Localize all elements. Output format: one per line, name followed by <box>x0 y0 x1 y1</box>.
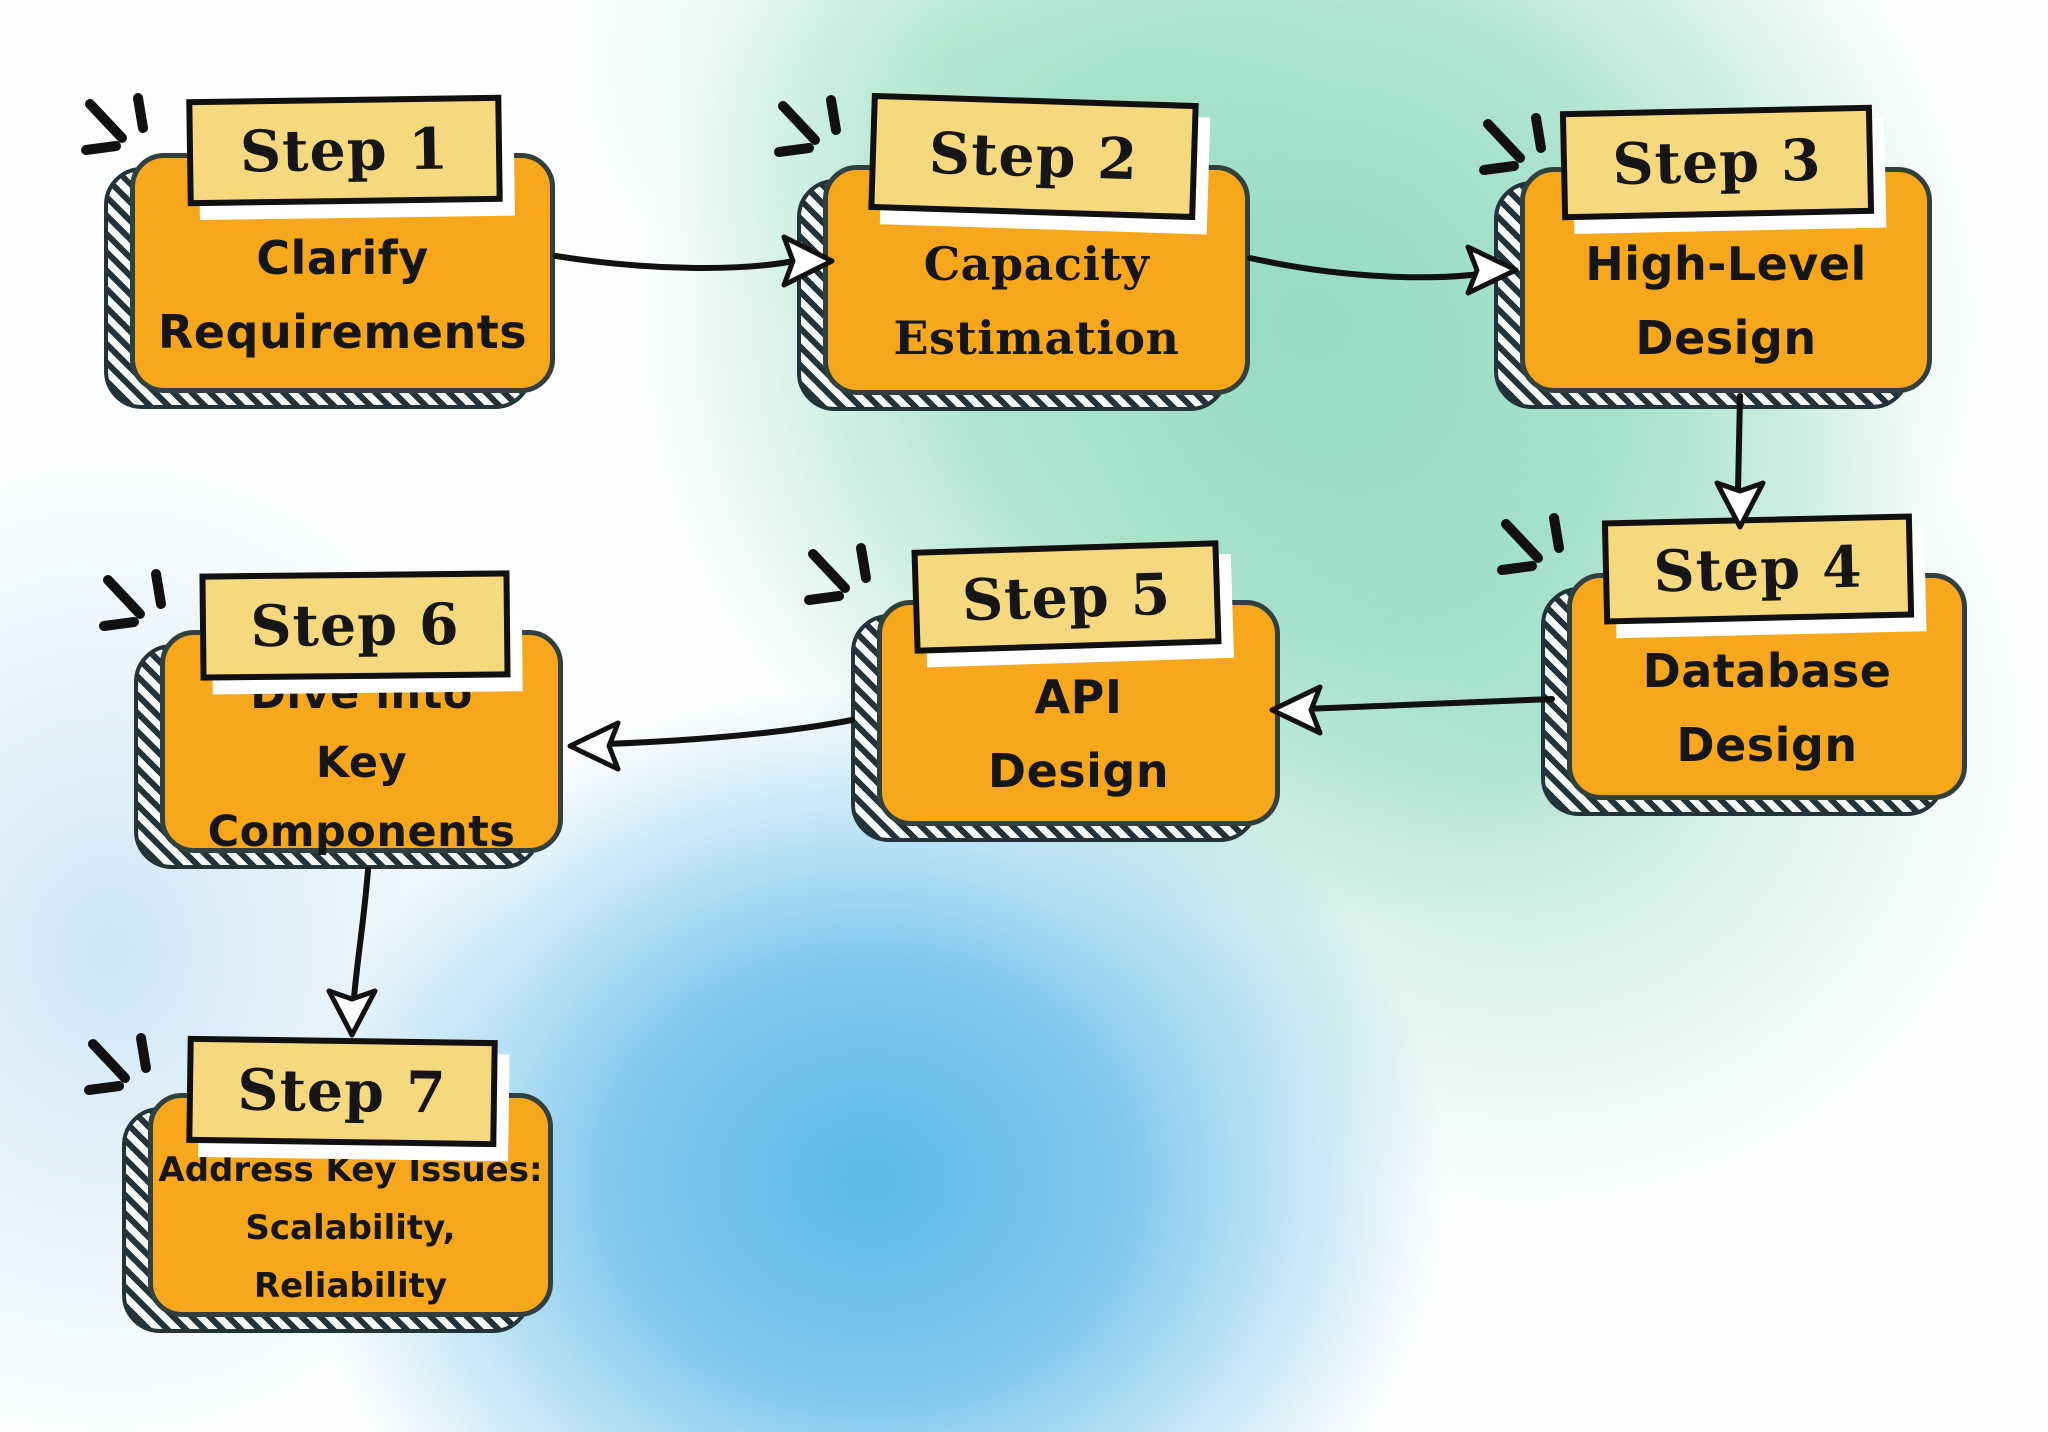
sparkle-icon <box>81 93 148 155</box>
step-6-label: Step 6 <box>199 570 511 681</box>
sparkle-icon <box>1479 113 1546 175</box>
step-4-label: Step 4 <box>1601 513 1915 625</box>
step-3-line-2: Design <box>1635 311 1817 365</box>
step-7-line-1: Address Key Issues: <box>158 1150 543 1191</box>
sparkle-icon <box>804 543 871 605</box>
step-6-line-2: Key Components <box>207 738 516 857</box>
step-1-line-2: Requirements <box>157 305 528 359</box>
step-3: High-Level Design Step 3 <box>1494 104 1932 409</box>
step-5-line-1: API <box>1034 670 1123 725</box>
step-7-label: Step 7 <box>186 1035 498 1148</box>
step-1-line-1: Clarify <box>256 231 429 286</box>
sparkle-icon <box>774 95 841 157</box>
step-5: API Design Step 5 <box>851 540 1280 842</box>
step-1: Clarify Requirements Step 1 <box>104 94 555 409</box>
arrow-step2-step3 <box>1247 255 1503 281</box>
sparkle-icon <box>99 569 166 631</box>
step-4-line-1: Database <box>1642 643 1892 698</box>
step-2-line-2: Estimation <box>893 311 1180 365</box>
arrowhead-down-icon <box>326 988 378 1038</box>
arrow-step6-step7 <box>351 867 371 1001</box>
step-3-line-1: High-Level <box>1585 237 1867 292</box>
step-5-label: Step 5 <box>911 540 1222 654</box>
step-6: Dive into Key Components Step 6 <box>134 570 563 869</box>
step-2: Capacity Estimation Step 2 <box>797 92 1250 411</box>
arrow-step1-step2 <box>553 253 797 271</box>
step-7: Address Key Issues: Scalability, Reliabi… <box>122 1035 553 1333</box>
step-2-line-1: Capacity <box>923 237 1150 292</box>
step-7-line-2: Scalability, Reliability <box>245 1208 456 1306</box>
step-5-line-2: Design <box>987 744 1170 798</box>
sparkle-icon <box>84 1033 151 1095</box>
step-3-label: Step 3 <box>1559 104 1875 221</box>
step-4: Database Design Step 4 <box>1541 513 1967 816</box>
step-4-line-2: Design <box>1676 717 1858 772</box>
arrowhead-left-icon <box>567 720 621 772</box>
sparkle-icon <box>1497 513 1564 575</box>
step-2-label: Step 2 <box>868 92 1199 221</box>
step-1-label: Step 1 <box>186 94 503 207</box>
arrow-step5-step6 <box>601 717 855 747</box>
arrow-step4-step5 <box>1301 696 1555 712</box>
arrow-step3-step4 <box>1735 393 1743 493</box>
